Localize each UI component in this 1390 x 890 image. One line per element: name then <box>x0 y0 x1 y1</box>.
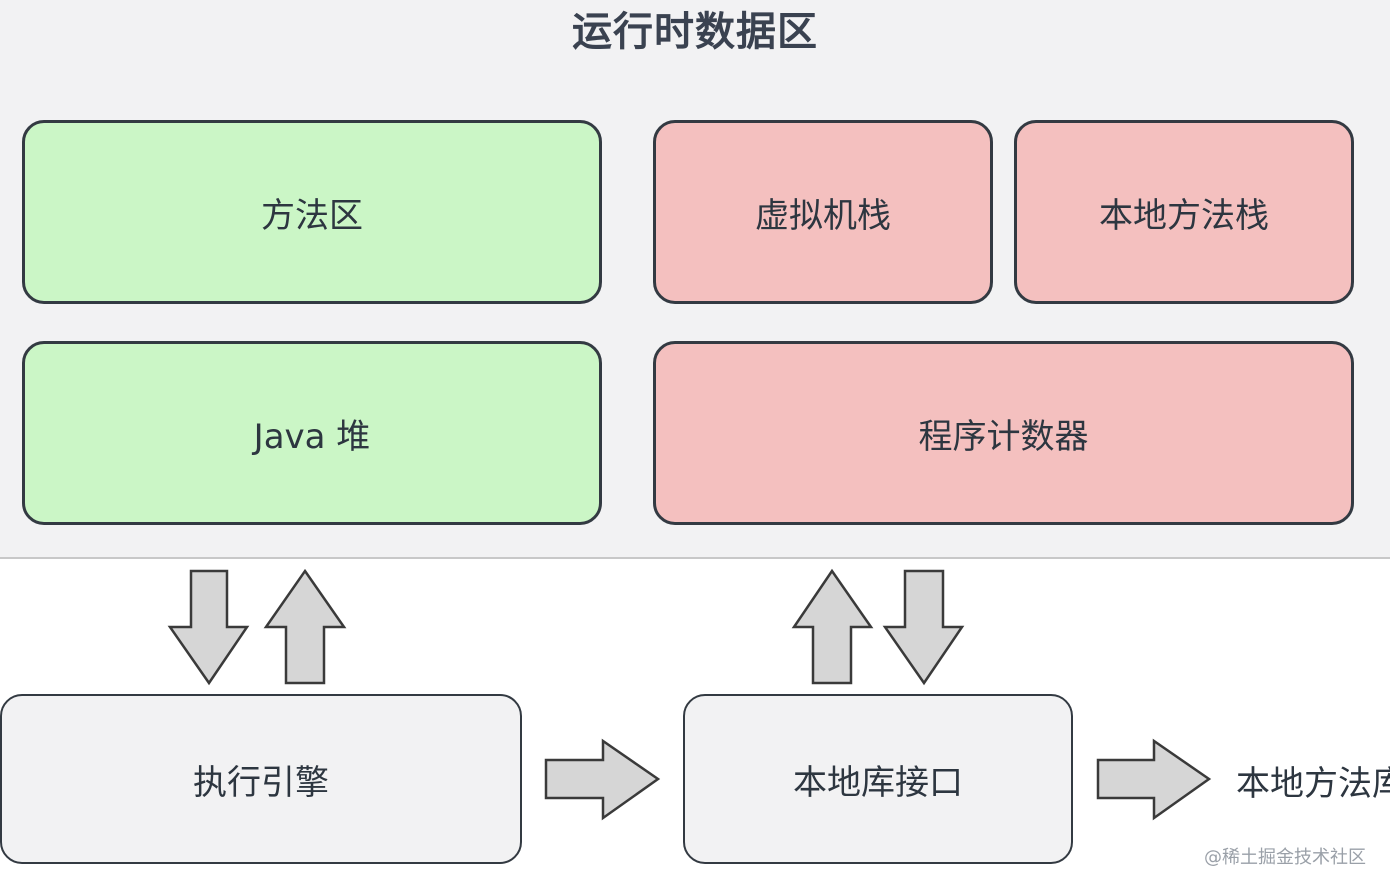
execution-engine-box: 执行引擎 <box>0 694 522 864</box>
native-interface-box: 本地库接口 <box>683 694 1073 864</box>
java-heap-box: Java 堆 <box>22 341 602 525</box>
watermark: @稀土掘金技术社区 <box>1204 847 1366 868</box>
arrow-right-icon <box>544 738 661 821</box>
vm-stack-box: 虚拟机栈 <box>653 120 993 304</box>
arrow-right-icon <box>1096 738 1212 821</box>
arrow-down-icon <box>882 569 965 686</box>
arrow-up-icon <box>791 568 874 685</box>
arrow-down-icon <box>167 569 250 686</box>
native-method-stack-box: 本地方法栈 <box>1014 120 1354 304</box>
arrow-up-icon <box>263 568 347 685</box>
method-area-box: 方法区 <box>22 120 602 304</box>
diagram-title: 运行时数据区 <box>572 9 818 55</box>
program-counter-box: 程序计数器 <box>653 341 1354 525</box>
native-library-label: 本地方法库 <box>1236 764 1390 804</box>
